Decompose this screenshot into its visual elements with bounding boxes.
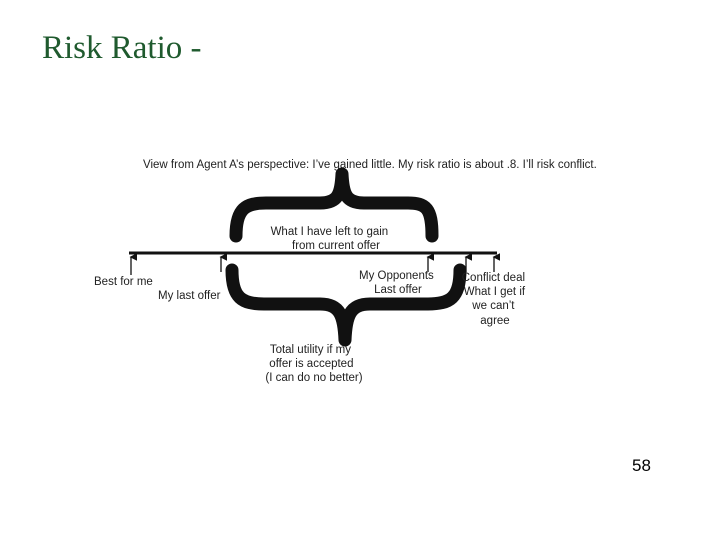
slide-title: Risk Ratio - — [42, 30, 202, 66]
bottom-brace-label: Total utility if my offer is accepted (I… — [265, 344, 362, 384]
my-last-offer-label: My last offer — [158, 290, 221, 302]
page-number: 58 — [632, 456, 651, 475]
conflict-deal-label: Conflict deal What I get if we can’t agr… — [462, 272, 529, 327]
bottom-brace — [225, 263, 467, 347]
diagram-caption: View from Agent A’s perspective: I’ve ga… — [143, 159, 597, 171]
top-brace-label-line: What I have left to gain — [271, 226, 389, 238]
opponent-offer-label: My Opponents Last offer — [359, 270, 437, 296]
best-for-me-label: Best for me — [94, 276, 153, 288]
top-brace-label-line: from current offer — [292, 240, 380, 252]
top-brace-label: What I have left to gain from current of… — [271, 226, 392, 252]
top-brace — [229, 167, 439, 243]
